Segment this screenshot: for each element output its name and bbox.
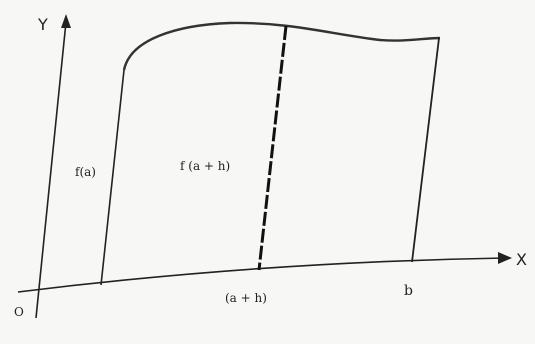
x-axis [17,257,506,293]
x-axis-label: X [516,250,527,269]
middle-ordinate-line [257,25,288,271]
origin-label: O [14,305,24,319]
middle-ordinate-label: f (a + h) [180,159,230,173]
x-axis-arrowhead [498,252,512,264]
y-axis-label: Y [37,15,48,34]
function-curve [122,21,441,71]
right-ordinate-line [411,37,440,263]
middle-x-tick-label: (a + h) [225,291,267,305]
y-axis [35,21,67,319]
y-axis-arrowhead [61,14,71,28]
right-x-tick-label: b [404,283,413,299]
left-ordinate-line [100,69,125,286]
left-ordinate-label: f(a) [75,165,96,179]
